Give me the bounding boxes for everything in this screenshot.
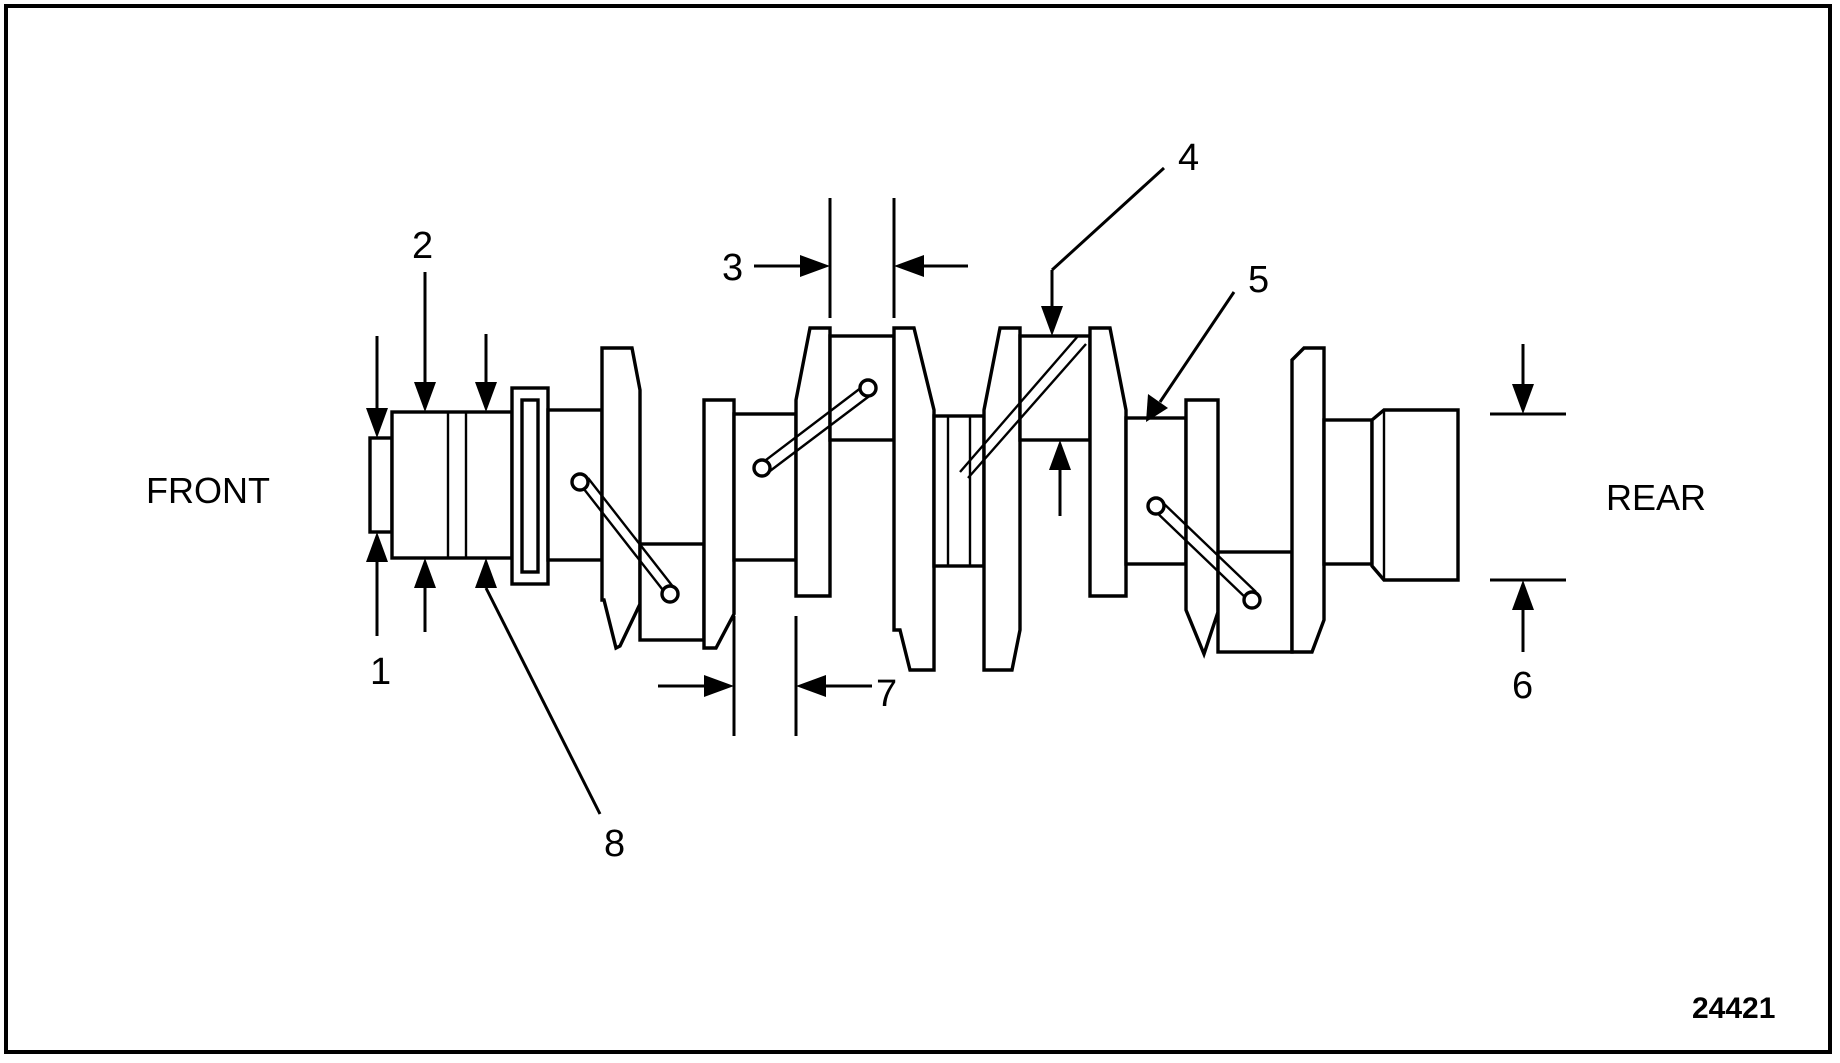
front-label: FRONT <box>146 470 270 511</box>
callout-label-8: 8 <box>604 823 625 865</box>
callout-label-7: 7 <box>876 673 897 715</box>
dimension-4 <box>1041 166 1166 516</box>
crank-web-4 <box>892 326 936 672</box>
dimension-3 <box>754 198 968 318</box>
dimension-2 <box>414 272 436 632</box>
main-journal-2 <box>732 412 798 562</box>
diagram-frame <box>4 4 1832 1054</box>
dimension-8 <box>475 334 602 815</box>
dimension-6 <box>1490 344 1566 652</box>
front-flange <box>510 386 550 586</box>
main-journal-4 <box>1124 416 1188 566</box>
callout-label-1: 1 <box>370 651 391 693</box>
crank-web-1 <box>600 346 642 651</box>
crank-web-7 <box>1184 398 1220 659</box>
rear-label: REAR <box>1606 477 1706 518</box>
dimension-1 <box>366 336 388 636</box>
crank-web-6 <box>1088 326 1128 598</box>
crank-web-8 <box>1290 346 1326 654</box>
rear-main-journal <box>1322 418 1374 566</box>
callout-label-6: 6 <box>1512 665 1533 707</box>
crank-web-2 <box>702 398 736 650</box>
crank-web-3 <box>794 326 832 598</box>
center-main-journal <box>932 414 986 568</box>
callout-label-4: 4 <box>1178 137 1199 179</box>
callout-label-2: 2 <box>412 225 433 267</box>
crankshaft <box>368 326 1460 672</box>
dimension-7 <box>658 616 872 736</box>
figure-number: 24421 <box>1692 992 1775 1025</box>
oil-passages <box>570 335 1262 610</box>
callout-label-5: 5 <box>1248 259 1269 301</box>
callout-label-3: 3 <box>722 247 743 289</box>
front-main-journal <box>390 410 514 560</box>
rear-hub <box>1370 408 1460 582</box>
crank-web-5 <box>982 326 1022 672</box>
dimension-5 <box>1146 291 1236 422</box>
crankshaft-front-nose <box>368 436 394 534</box>
dimension-markers <box>366 166 1566 815</box>
